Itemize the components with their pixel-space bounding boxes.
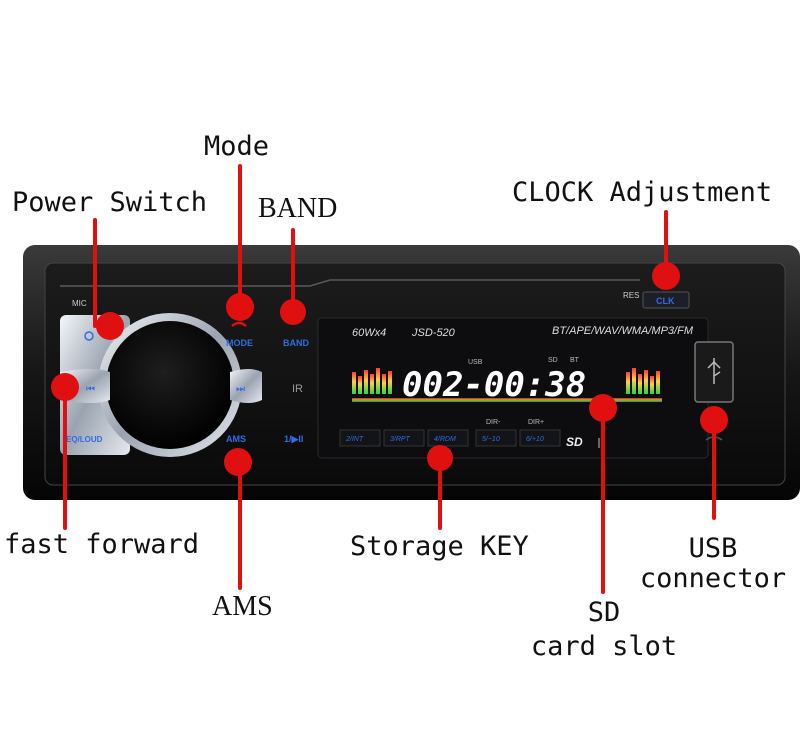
volume-knob[interactable] bbox=[106, 321, 234, 449]
preset-5-label: 5/−10 bbox=[482, 436, 500, 443]
callout-fast-forward: fast forward bbox=[4, 529, 200, 560]
fast-forward-icon: ⏭ bbox=[236, 384, 245, 395]
preset-6-label: 6/+10 bbox=[526, 436, 544, 443]
leader-lines bbox=[63, 164, 716, 594]
marker-fast-forward bbox=[51, 373, 79, 401]
preset-button-4[interactable] bbox=[427, 429, 469, 447]
marker-mode bbox=[226, 293, 254, 321]
preset-button-5[interactable] bbox=[475, 429, 517, 447]
marker-clock bbox=[652, 262, 680, 290]
preset-button-3[interactable] bbox=[383, 429, 425, 447]
spectrum-bar bbox=[364, 370, 368, 394]
callout-mode: Mode bbox=[204, 131, 270, 162]
sd-card-slot[interactable] bbox=[598, 438, 600, 448]
faceplate-top-edge bbox=[60, 279, 640, 287]
sd-logo: SD bbox=[566, 435, 583, 449]
preset-buttons: 2/INT 3/RPT 4/RDM 5/−10 6/+10 bbox=[339, 429, 561, 447]
callout-sd-line1: SD bbox=[587, 597, 621, 628]
preset-2-label: 2/INT bbox=[345, 436, 364, 443]
spectrum-right bbox=[626, 368, 660, 394]
spectrum-bar bbox=[626, 372, 630, 394]
spectrum-bar bbox=[650, 376, 654, 394]
spectrum-bar bbox=[358, 376, 362, 394]
mic-label: MIC bbox=[72, 299, 87, 308]
marker-usb bbox=[700, 406, 728, 434]
clk-button-label: CLK bbox=[656, 296, 675, 306]
mode-phone-icon bbox=[231, 321, 247, 327]
ams-button-label: AMS bbox=[226, 434, 246, 444]
formats-label: BT/APE/WAV/WMA/MP3/FM bbox=[552, 325, 694, 337]
preset-button-2[interactable] bbox=[339, 429, 381, 447]
preset-3-label: 3/RPT bbox=[390, 436, 411, 443]
marker-power bbox=[96, 312, 124, 340]
dir-minus-label: DIR- bbox=[486, 419, 501, 426]
callout-band: BAND bbox=[258, 193, 338, 224]
display-readout: 002-00:38 bbox=[402, 365, 586, 405]
mode-button-label: MODE bbox=[226, 338, 253, 348]
sd-indicator: SD bbox=[548, 357, 558, 364]
spectrum-left bbox=[352, 368, 392, 394]
spectrum-bar bbox=[376, 368, 380, 394]
usb-indicator: USB bbox=[468, 359, 483, 366]
band-button-label: BAND bbox=[283, 338, 309, 348]
marker-sd bbox=[589, 394, 617, 422]
ir-sensor-label: IR bbox=[292, 383, 303, 395]
marker-band bbox=[280, 299, 306, 325]
callout-clock-adjustment: CLOCK Adjustment bbox=[512, 177, 773, 208]
play-pause-label: 1/▶II bbox=[284, 434, 303, 444]
callout-usb-line2: connector bbox=[639, 563, 787, 594]
spectrum-bar bbox=[632, 368, 636, 394]
knob-right-chrome bbox=[230, 369, 262, 403]
callout-power-switch: Power Switch bbox=[12, 187, 208, 218]
callout-usb-connector: USB connector bbox=[636, 534, 790, 594]
dir-plus-label: DIR+ bbox=[528, 419, 544, 426]
power-output-label: 60Wx4 bbox=[352, 327, 386, 339]
spectrum-bar bbox=[656, 371, 660, 394]
power-icon bbox=[84, 331, 94, 341]
marker-ams bbox=[224, 448, 252, 476]
marker-dots bbox=[51, 262, 728, 476]
model-label: JSD-520 bbox=[411, 327, 456, 339]
callout-ams: AMS bbox=[212, 591, 273, 622]
preset-button-6[interactable] bbox=[519, 429, 561, 447]
callout-storage-key: Storage KEY bbox=[350, 531, 529, 562]
bt-indicator: BT bbox=[570, 357, 580, 364]
callout-sd-card-slot: SD card slot bbox=[522, 598, 686, 662]
eq-strip-bottom bbox=[352, 398, 662, 402]
rewind-icon: ⏮ bbox=[86, 384, 95, 395]
spectrum-bar bbox=[638, 374, 642, 394]
spectrum-bar bbox=[352, 372, 356, 394]
spectrum-bar bbox=[382, 374, 386, 394]
spectrum-bar bbox=[370, 374, 374, 394]
marker-storage bbox=[427, 445, 453, 471]
callout-usb-line1: USB bbox=[688, 533, 738, 564]
callout-sd-line2: card slot bbox=[530, 631, 678, 662]
eq-loud-label: EQ/LOUD bbox=[66, 435, 103, 444]
res-label: RES bbox=[623, 291, 639, 300]
spectrum-bar bbox=[644, 370, 648, 394]
preset-4-label: 4/RDM bbox=[434, 436, 456, 443]
clk-button[interactable] bbox=[642, 291, 690, 309]
usb-symbol-icon bbox=[707, 358, 721, 384]
spectrum-bar bbox=[388, 371, 392, 394]
